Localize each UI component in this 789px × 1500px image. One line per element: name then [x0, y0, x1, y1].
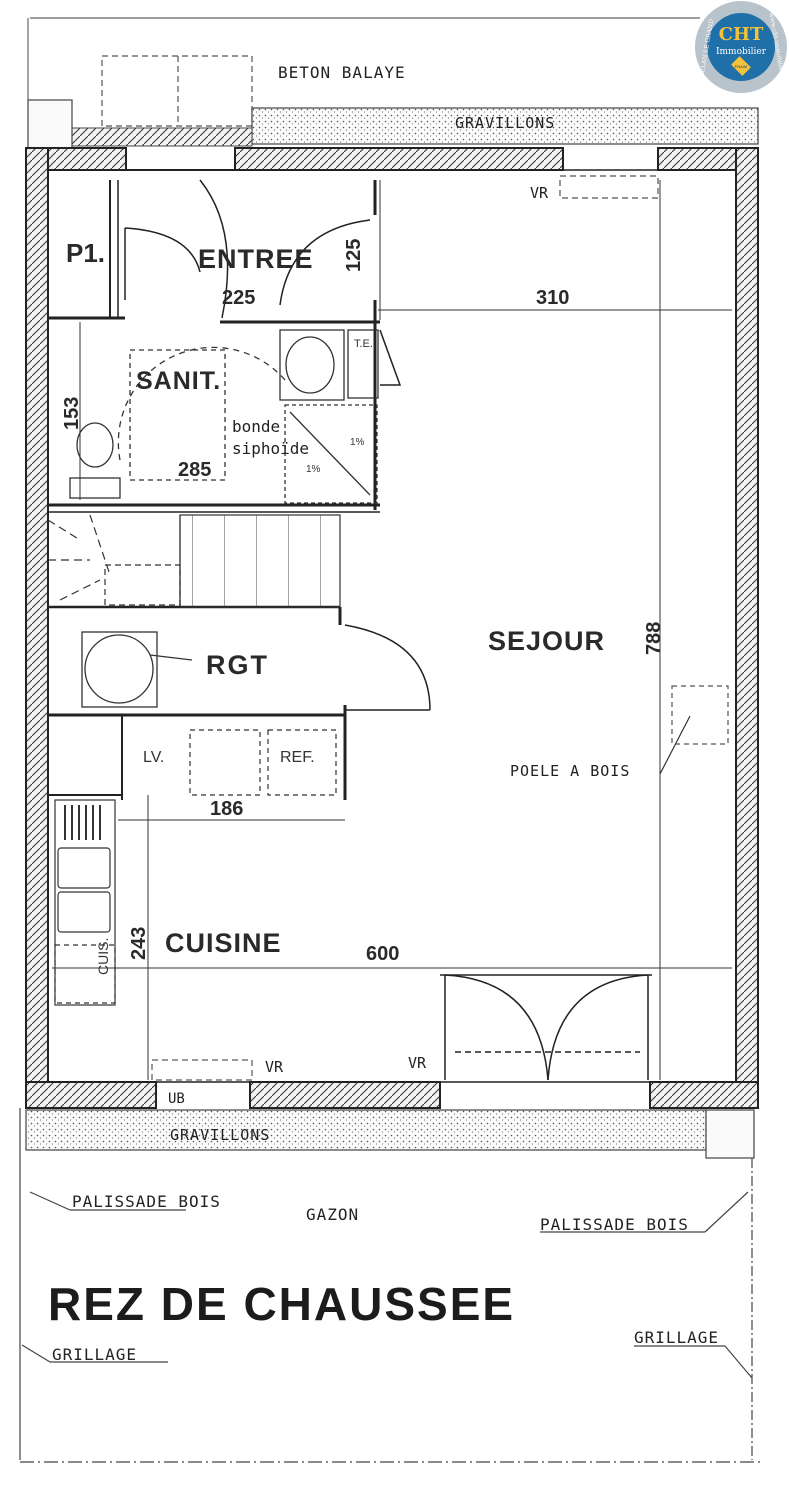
dim-310: 310 [536, 287, 569, 309]
logo-sub: Immobilier [716, 47, 767, 57]
dim-125: 125 [343, 239, 365, 272]
agency-logo: CHT Immobilier FNAIM PLELAN LE GRAND www… [695, 1, 787, 93]
logo-brand: CHT [719, 24, 764, 45]
logo-badge: FNAIM [735, 64, 747, 69]
label-beton-balaye: BETON BALAYE [278, 63, 406, 82]
label-poele-a-bois: POELE A BOIS [510, 762, 630, 780]
label-vr-top: VR [530, 184, 549, 202]
dim-225: 225 [222, 287, 255, 309]
label-ub: UB [168, 1091, 185, 1107]
water-heater [81, 631, 193, 708]
garden-boundaries [19, 1108, 760, 1463]
gravel-strip-top [251, 107, 759, 145]
dim-600: 600 [366, 943, 399, 965]
terrace-slab [101, 55, 253, 127]
room-rgt: RGT [206, 650, 269, 680]
label-te: T.E. [354, 338, 373, 350]
label-gravillons-bottom: GRAVILLONS [170, 1126, 270, 1144]
plan-title: REZ DE CHAUSSEE [48, 1278, 515, 1330]
label-slope-a: 1% [350, 437, 365, 448]
label-palissade-left: PALISSADE BOIS [72, 1192, 221, 1211]
gravel-strip-bottom [25, 1109, 707, 1151]
label-grillage-right: GRILLAGE [634, 1328, 719, 1347]
label-vr-bottom-right: VR [408, 1054, 427, 1072]
label-bonde: bonde [232, 417, 280, 436]
kitchen-fixtures [54, 729, 337, 1006]
dimension-lines [52, 180, 732, 1081]
label-grillage-left: GRILLAGE [52, 1345, 137, 1364]
sanitary-fixtures [69, 329, 379, 504]
room-p1: P1. [66, 238, 105, 268]
dim-186: 186 [210, 798, 243, 820]
room-sanit: SANIT. [136, 367, 221, 395]
exterior-walls [25, 147, 759, 1109]
dim-243: 243 [128, 927, 150, 960]
label-siphoide: siphoïde [232, 439, 309, 458]
room-entree: ENTREE [198, 244, 314, 274]
staircase [47, 514, 341, 608]
label-gazon: GAZON [306, 1205, 359, 1224]
doors [124, 179, 652, 1081]
room-cuisine: CUISINE [165, 928, 282, 958]
label-vr-bottom-left: VR [265, 1058, 284, 1076]
label-lv: LV. [143, 749, 164, 766]
label-ref: REF. [280, 749, 315, 766]
dim-285: 285 [178, 459, 211, 481]
label-cuis: CUIS. [95, 938, 111, 975]
label-gravillons-top: GRAVILLONS [455, 114, 555, 132]
label-palissade-right: PALISSADE BOIS [540, 1215, 689, 1234]
dim-153: 153 [61, 397, 83, 430]
label-slope-b: 1% [306, 464, 321, 475]
dim-788: 788 [643, 622, 665, 655]
room-sejour: SEJOUR [488, 626, 605, 656]
